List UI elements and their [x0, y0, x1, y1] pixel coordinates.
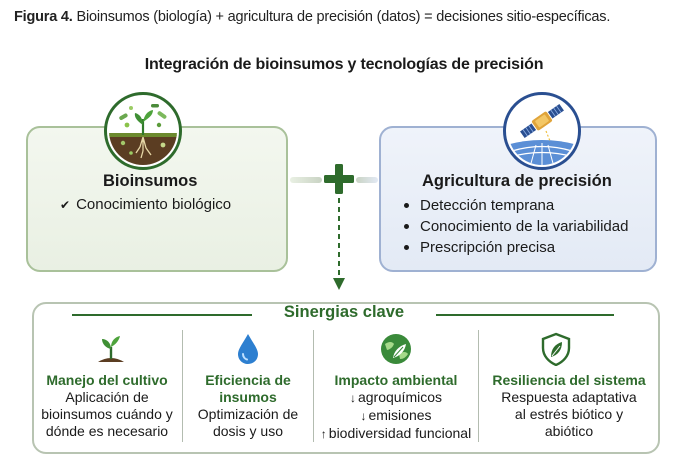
- bullet-icon: [404, 224, 409, 229]
- bio-list-item: ✔ Conocimiento biológico: [60, 196, 231, 213]
- description-line: ↓emisiones: [318, 407, 474, 425]
- column-description: Respuesta adaptativa al estrés biótico y…: [484, 389, 654, 440]
- description-line: Aplicación de: [65, 389, 149, 405]
- satellite-field-icon: [503, 92, 581, 170]
- column-description: Aplicación de bioinsumos cuándo y dónde …: [40, 389, 174, 440]
- column-title: Impacto ambiental: [334, 372, 458, 388]
- caption-text: Bioinsumos (biología) + agricultura de p…: [76, 9, 611, 25]
- figure-caption: Figura 4. Bioinsumos (biología) + agricu…: [14, 9, 678, 25]
- list-item: Prescripción precisa: [404, 237, 628, 258]
- list-item: Detección temprana: [404, 195, 628, 216]
- description-line: dónde es necesario: [45, 423, 169, 439]
- synergies-title: Sinergias clave: [283, 303, 405, 321]
- column-divider: [313, 330, 314, 442]
- impact-text: agroquímicos: [357, 389, 443, 405]
- description-line: bioinsumos cuándo y: [41, 406, 173, 422]
- agri-item-text: Detección temprana: [420, 197, 555, 214]
- connector-right: [356, 177, 378, 183]
- description-line: dosis y uso: [212, 423, 284, 439]
- water-drop-icon: [238, 334, 258, 364]
- caption-label: Figura 4.: [14, 9, 73, 25]
- description-line: ↑biodiversidad funcional: [318, 425, 474, 443]
- column-divider: [478, 330, 479, 442]
- column-title: Resiliencia del sistema: [492, 372, 646, 388]
- title-line: Eficiencia de: [205, 372, 291, 388]
- synergies-box: [32, 302, 660, 454]
- diagram-title: Integración de bioinsumos y tecnologías …: [144, 56, 544, 73]
- column-description: ↓agroquímicos ↓emisiones ↑biodiversidad …: [318, 389, 474, 443]
- check-icon: ✔: [60, 197, 71, 212]
- column-title: Manejo del cultivo: [46, 372, 168, 388]
- bio-item-text: Conocimiento biológico: [76, 196, 232, 213]
- description-line: ↓agroquímicos: [318, 389, 474, 407]
- bullet-icon: [404, 245, 409, 250]
- agricultura-list: Detección temprana Conocimiento de la va…: [404, 195, 628, 258]
- agri-item-text: Prescripción precisa: [420, 239, 556, 256]
- bioinsumos-heading: Bioinsumos: [103, 172, 198, 190]
- list-item: Conocimiento de la variabilidad: [404, 216, 628, 237]
- agri-item-text: Conocimiento de la variabilidad: [420, 218, 629, 235]
- arrow-down-icon: [333, 198, 345, 290]
- arrow-down-icon: ↓: [360, 409, 367, 423]
- synergies-rule-left: [72, 314, 252, 316]
- description-line: Optimización de: [197, 406, 299, 422]
- shield-leaf-icon: [541, 332, 571, 366]
- arrow-up-icon: ↑: [320, 427, 327, 441]
- synergies-rule-right: [436, 314, 614, 316]
- description-line: Respuesta adaptativa: [501, 389, 637, 405]
- agricultura-heading: Agricultura de precisión: [422, 172, 612, 190]
- impact-text: biodiversidad funcional: [328, 425, 472, 441]
- seedling-icon: [98, 336, 124, 362]
- microbes-plant-icon: [104, 92, 182, 170]
- description-line: al estrés biótico y: [514, 406, 624, 422]
- description-line: abiótico: [544, 423, 594, 439]
- column-title: Eficiencia de insumos: [188, 372, 308, 406]
- bullet-icon: [404, 203, 409, 208]
- arrow-down-icon: ↓: [349, 391, 356, 405]
- impact-text: emisiones: [368, 407, 432, 423]
- connector-left: [290, 177, 322, 183]
- column-description: Optimización de dosis y uso: [188, 406, 308, 440]
- globe-leaf-icon: [381, 334, 411, 364]
- title-line: insumos: [219, 389, 277, 405]
- column-divider: [182, 330, 183, 442]
- plus-icon: [324, 164, 354, 194]
